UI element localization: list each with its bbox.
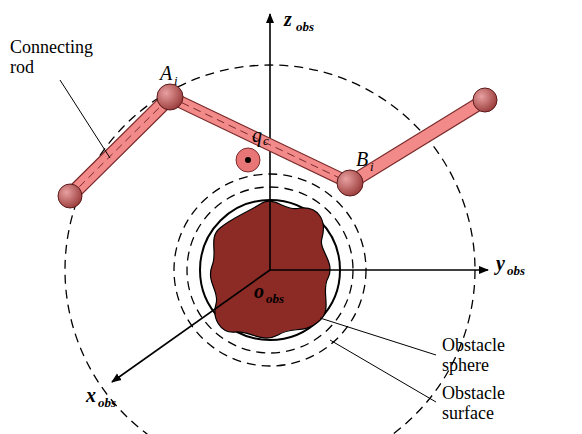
point-label: q	[252, 124, 262, 146]
axis-label: x	[86, 384, 96, 406]
origin-label: o	[254, 280, 264, 302]
point-subscript: c	[263, 134, 269, 148]
origin-subscript: obs	[266, 292, 284, 306]
point-subscript: i	[174, 74, 178, 88]
point-label: B	[356, 148, 368, 170]
point-subscript: i	[370, 160, 374, 174]
part-label: Connecting rod	[10, 38, 115, 78]
part-label: Obstacle surface	[442, 384, 532, 424]
axis-label: z	[284, 8, 292, 30]
axis-subscript: obs	[296, 20, 314, 34]
part-label: Obstacle sphere	[442, 336, 532, 376]
point-label: A	[160, 62, 172, 84]
axis-label: y	[496, 252, 505, 274]
axis-subscript: obs	[507, 264, 525, 278]
axis-subscript: obs	[98, 396, 116, 410]
